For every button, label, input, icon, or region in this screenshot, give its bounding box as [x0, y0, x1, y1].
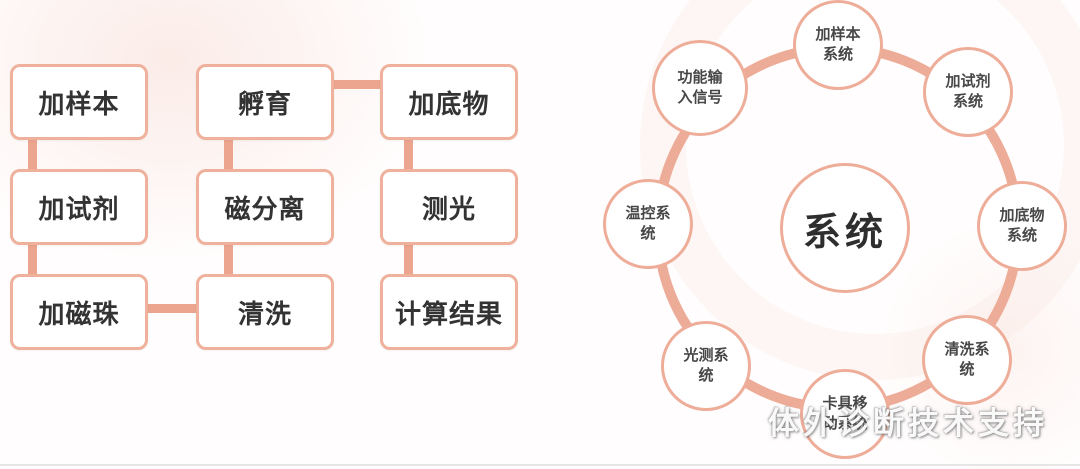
- satellite-substrate-system: 加底物系统: [977, 181, 1067, 271]
- satellite-label: 清洗系统: [944, 340, 990, 378]
- flow-connector-horizontal: [146, 304, 202, 313]
- flow-connector-vertical: [224, 241, 233, 277]
- flow-connector-horizontal: [330, 80, 386, 89]
- satellite-label: 加样本系统: [815, 25, 861, 63]
- satellite-label: 加底物系统: [999, 206, 1045, 244]
- satellite-sample-system: 加样本系统: [793, 0, 883, 90]
- satellite-label: 卡具移动系统: [822, 394, 868, 432]
- satellite-function-input-signal: 功能输入信号: [652, 40, 748, 136]
- satellite-cartridge-moving-system: 卡具移动系统: [800, 369, 890, 459]
- watermark-text: 体外诊断技术支持: [768, 406, 1048, 441]
- flow-step-label: 加样本: [38, 88, 120, 119]
- flow-step-label: 计算结果: [394, 298, 503, 329]
- flow-connector-vertical: [404, 241, 413, 277]
- flow-step-label: 清洗: [237, 298, 292, 329]
- satellite-washing-system: 清洗系统: [922, 315, 1012, 405]
- flow-step-washing: 清洗: [196, 274, 334, 350]
- flow-connector-vertical: [28, 136, 37, 172]
- flow-step-label: 测光: [421, 193, 476, 224]
- satellite-label: 加试剂系统: [945, 72, 991, 110]
- satellite-label: 温控系统: [625, 204, 671, 242]
- flow-step-label: 加试剂: [38, 193, 120, 224]
- system-center-label: 系统: [802, 211, 887, 254]
- flow-step-label: 加磁珠: [38, 298, 120, 329]
- flow-step-add-substrate: 加底物: [380, 64, 518, 140]
- satellite-reagent-system: 加试剂系统: [923, 47, 1013, 137]
- flow-step-label: 磁分离: [224, 193, 306, 224]
- satellite-label: 功能输入信号: [677, 68, 723, 106]
- satellite-temperature-control-system: 温控系统: [603, 179, 693, 269]
- satellite-label: 光测系统: [683, 346, 729, 384]
- flow-step-incubation: 孵育: [196, 64, 334, 140]
- flow-connector-vertical: [404, 136, 413, 172]
- flow-step-add-reagent: 加试剂: [10, 169, 148, 245]
- flow-step-label: 加底物: [408, 88, 490, 119]
- process-flowchart: 加样本 加试剂 加磁珠 孵育 磁分离 清洗 加底物 测光 计算结果: [10, 64, 518, 350]
- flow-step-add-magnetic-beads: 加磁珠: [10, 274, 148, 350]
- flow-step-magnetic-separation: 磁分离: [196, 169, 334, 245]
- flow-connector-vertical: [224, 136, 233, 172]
- flow-connector-vertical: [28, 241, 37, 277]
- flow-step-photometry: 测光: [380, 169, 518, 245]
- satellite-optical-measurement-system: 光测系统: [661, 321, 751, 411]
- flow-step-add-sample: 加样本: [10, 64, 148, 140]
- system-center-circle: 系统: [780, 163, 910, 293]
- flow-step-label: 孵育: [237, 88, 292, 119]
- flow-step-calculate-result: 计算结果: [380, 274, 518, 350]
- bottom-divider: [0, 464, 1080, 466]
